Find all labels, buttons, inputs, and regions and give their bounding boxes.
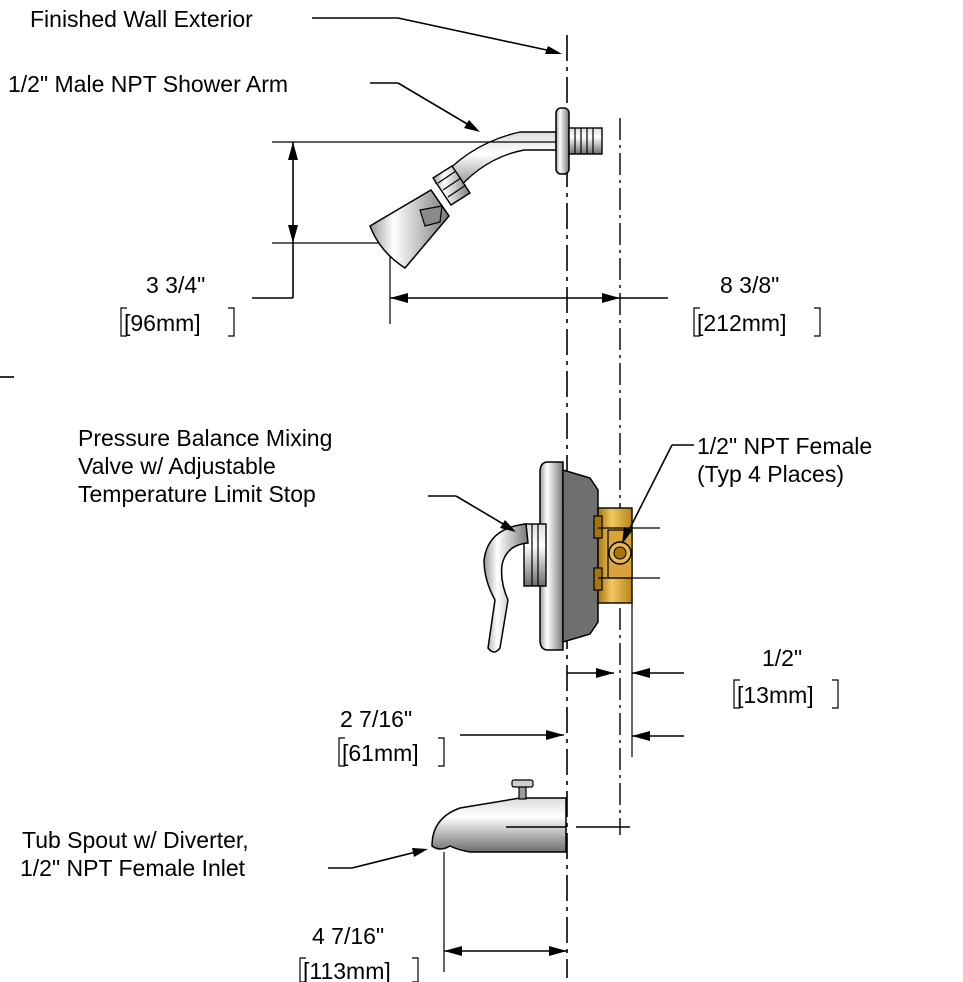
tub-spout: [431, 797, 567, 853]
valve-label-line3: Temperature Limit Stop: [78, 481, 316, 507]
spout-reach-mm: [113mm]: [303, 958, 391, 982]
swivel-nut: [432, 165, 471, 206]
shower-head: [369, 188, 450, 269]
npt-female-label-line2: (Typ 4 Places): [697, 461, 844, 487]
spout-label-line2: 1/2" NPT Female Inlet: [20, 855, 246, 881]
valve-depth-inches: 2 7/16": [340, 706, 412, 732]
trim-sleeve: [523, 523, 547, 587]
spray-lever: [419, 205, 443, 227]
arm-flange: [555, 107, 570, 175]
shower-arm-label: 1/2" Male NPT Shower Arm: [8, 71, 288, 97]
diverter-knob: [511, 779, 534, 788]
npt-female-label-line1: 1/2" NPT Female: [697, 433, 872, 459]
inlet-depth-inches: 1/2": [762, 645, 802, 671]
valve-handle: [483, 523, 529, 653]
valve-depth-mm: [61mm]: [342, 740, 419, 766]
escutcheon-back: [562, 468, 599, 644]
inlet-depth-mm: [13mm]: [737, 682, 814, 708]
spout-label-line1: Tub Spout w/ Diverter,: [22, 827, 249, 853]
head-drop-mm: [96mm]: [124, 310, 201, 336]
shower-arm-assembly: [369, 107, 603, 269]
arm-reach-inches: 8 3/8": [720, 272, 779, 298]
leader-lines: [312, 17, 694, 869]
escutcheon-plate: [539, 461, 564, 651]
arm-reach-mm: [212mm]: [697, 310, 786, 336]
diverter-stem: [518, 786, 527, 800]
bracket-marks: [120, 307, 839, 982]
valve-label-line2: Valve w/ Adjustable: [78, 453, 276, 479]
head-drop-inches: 3 3/4": [146, 272, 205, 298]
tub-spout-assembly: [431, 779, 567, 853]
spout-reach-inches: 4 7/16": [312, 923, 384, 949]
arm-thread: [568, 127, 603, 155]
mixing-valve-assembly: [483, 461, 660, 653]
valve-label-line1: Pressure Balance Mixing: [78, 425, 332, 451]
finished-wall-label: Finished Wall Exterior: [30, 6, 253, 32]
dimension-lines: [252, 141, 684, 972]
